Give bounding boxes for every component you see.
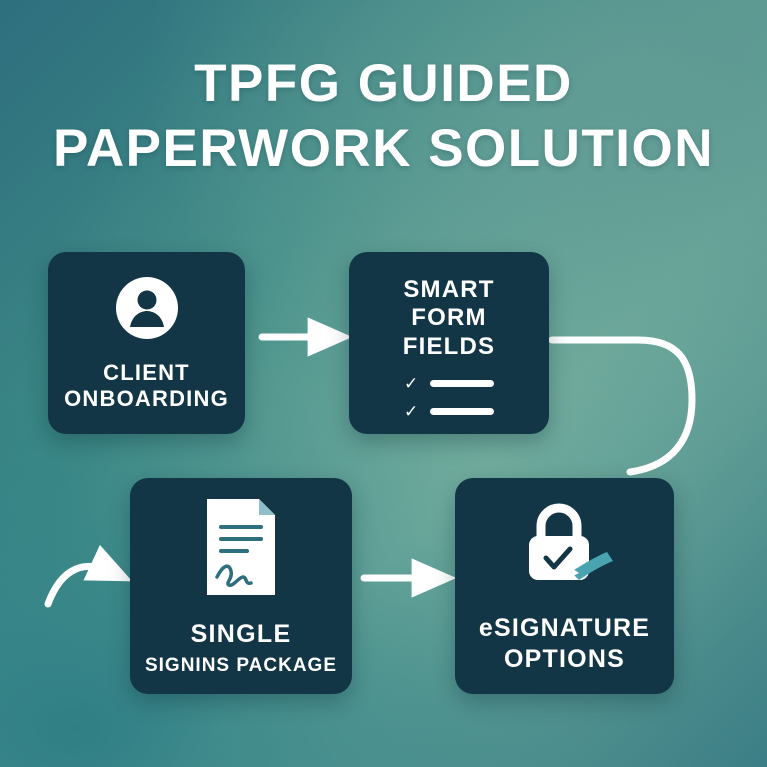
- flow-node-client-onboarding[interactable]: CLIENT ONBOARDING: [48, 252, 245, 434]
- esign-caption-line-1: eSIGNATURE: [478, 614, 651, 642]
- flow-node-esign-caption: eSIGNATURE OPTIONS: [479, 613, 650, 674]
- checklist-bar: [430, 379, 494, 387]
- document-signature-icon: [195, 495, 287, 604]
- connector-curve-to-package-left: [44, 544, 133, 608]
- client-caption-line-2: ONBOARDING: [64, 385, 229, 411]
- page-title: TPFG GUIDED PAPERWORK SOLUTION: [0, 52, 767, 181]
- flow-node-smart-form-fields[interactable]: SMART FORM FIELDS ✓ ✓: [349, 252, 549, 434]
- title-line-2: PAPERWORK SOLUTION: [52, 118, 715, 178]
- user-avatar-icon: [114, 275, 180, 346]
- client-caption-line-1: CLIENT: [103, 359, 190, 385]
- checklist-icon: ✓ ✓: [404, 375, 494, 420]
- checklist-row: ✓: [404, 375, 494, 392]
- package-caption-line-2: SIGNINS PACKAGE: [144, 655, 337, 676]
- flow-node-form-caption: SMART FORM FIELDS: [403, 276, 496, 361]
- flow-node-client-caption: CLIENT ONBOARDING: [64, 360, 229, 412]
- connector-form-to-package-visible: [548, 336, 696, 476]
- form-caption-line-1: SMART: [403, 276, 495, 303]
- flow-node-single-signing-package[interactable]: SINGLE SIGNINS PACKAGE: [130, 478, 352, 694]
- checklist-row: ✓: [404, 403, 494, 420]
- package-caption-line-1: SINGLE: [190, 620, 292, 648]
- form-caption-line-2: FORM: [411, 304, 487, 332]
- flow-node-esignature-options[interactable]: eSIGNATURE OPTIONS: [455, 478, 674, 694]
- esign-caption-line-2: OPTIONS: [504, 644, 625, 673]
- check-icon: ✓: [404, 401, 419, 421]
- lock-check-pen-icon: [513, 498, 617, 595]
- title-line-1: TPFG GUIDED: [194, 54, 573, 113]
- form-caption-line-3: FIELDS: [402, 332, 496, 360]
- check-icon: ✓: [404, 373, 419, 393]
- checklist-bar: [430, 407, 494, 415]
